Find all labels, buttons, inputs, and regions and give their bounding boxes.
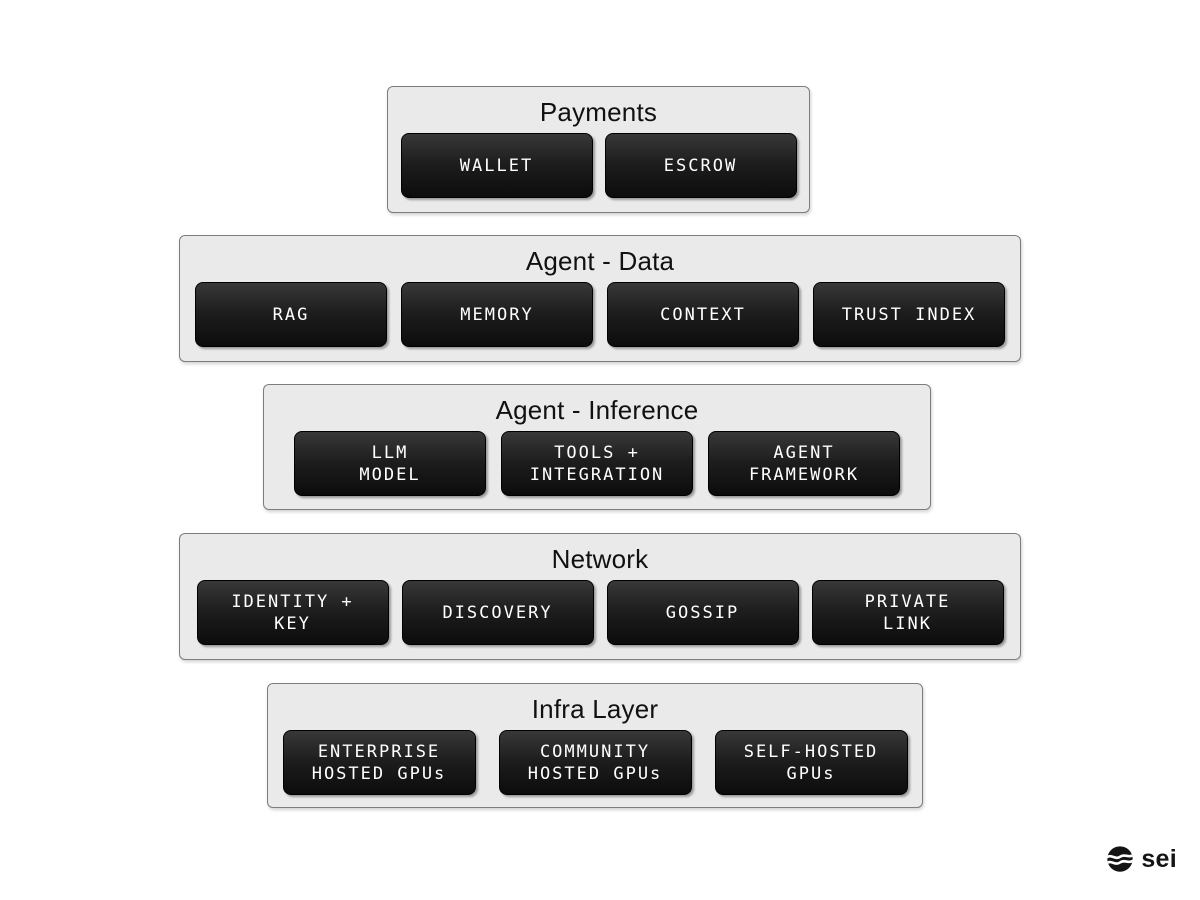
layer-title: Agent - Inference xyxy=(495,395,699,425)
box-community-hosted-gpus: COMMUNITY HOSTED GPUs xyxy=(498,730,692,795)
box-self-hosted-gpus: SELF-HOSTED GPUs xyxy=(714,730,908,795)
box-memory: MEMORY xyxy=(401,282,593,347)
box-private-link: PRIVATE LINK xyxy=(811,580,1004,645)
layer-panel-infra: Infra Layer ENTERPRISE HOSTED GPUs COMMUN… xyxy=(267,683,923,808)
brand-wordmark: sei xyxy=(1141,845,1177,873)
box-wallet: WALLET xyxy=(400,133,593,198)
layer-boxes-row: ENTERPRISE HOSTED GPUs COMMUNITY HOSTED G… xyxy=(268,730,922,795)
box-llm-model: LLM MODEL xyxy=(294,431,486,496)
layer-title: Infra Layer xyxy=(531,694,659,724)
box-identity-key: IDENTITY + KEY xyxy=(196,580,389,645)
box-gossip: GOSSIP xyxy=(606,580,799,645)
box-escrow: ESCROW xyxy=(604,133,797,198)
box-agent-framework: AGENT FRAMEWORK xyxy=(708,431,900,496)
box-context: CONTEXT xyxy=(607,282,799,347)
box-discovery: DISCOVERY xyxy=(401,580,594,645)
layer-title: Payments xyxy=(539,97,658,127)
box-trust-index: TRUST INDEX xyxy=(813,282,1005,347)
sei-wave-circle-icon xyxy=(1106,845,1134,873)
layer-title: Network xyxy=(551,544,649,574)
box-enterprise-hosted-gpus: ENTERPRISE HOSTED GPUs xyxy=(282,730,476,795)
layer-title: Agent - Data xyxy=(525,246,675,276)
box-rag: RAG xyxy=(195,282,387,347)
brand-lockup: sei xyxy=(1106,845,1177,873)
box-tools-integration: TOOLS + INTEGRATION xyxy=(501,431,693,496)
